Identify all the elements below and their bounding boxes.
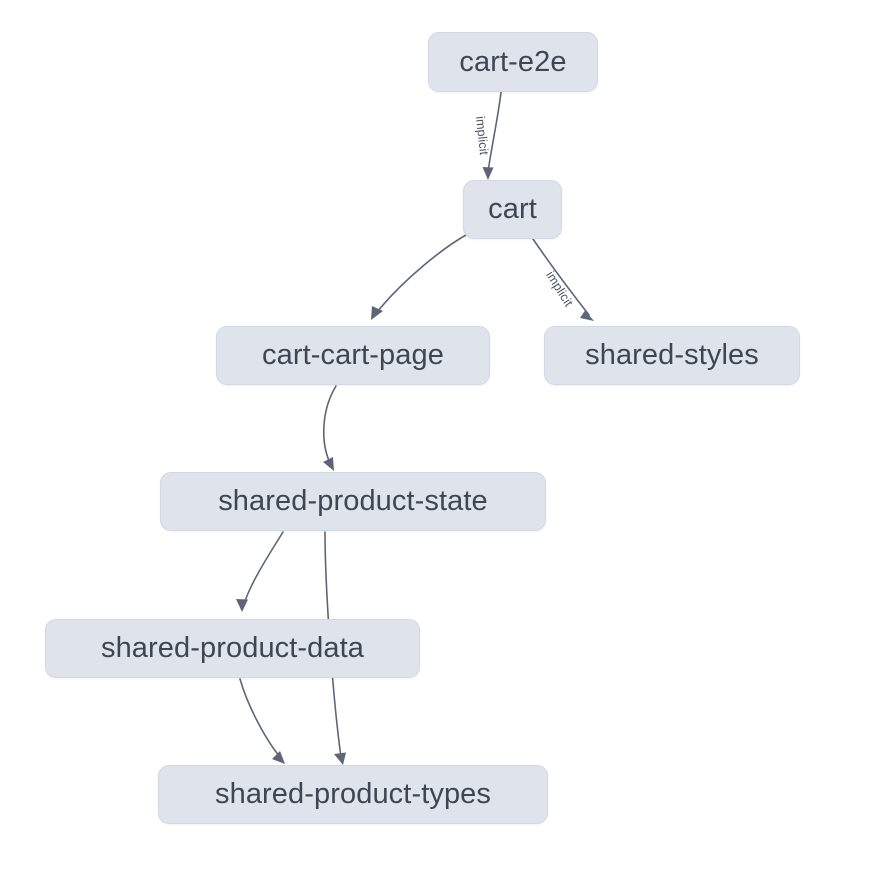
edge-cart-e2e-to-cart[interactable] — [487, 91, 502, 173]
graph-node-label: shared-product-types — [214, 778, 492, 810]
arrowhead-icon — [580, 310, 594, 321]
edge-label-cart-to-shared-styles: implicit — [543, 269, 576, 310]
edge-label-cart-e2e-to-cart: implicit — [473, 115, 491, 156]
graph-node-label: shared-product-state — [218, 485, 488, 517]
graph-node-label: cart-e2e — [459, 45, 567, 78]
graph-node-cart[interactable]: cart — [463, 180, 562, 239]
arrowhead-icon — [371, 306, 383, 320]
graph-node-shared-product-state[interactable]: shared-product-state — [160, 472, 546, 531]
edge-shared-product-data-to-shared-product-types[interactable] — [239, 678, 281, 758]
edge-cart-cart-page-to-shared-product-state[interactable] — [322, 385, 337, 464]
edge-cart-to-shared-styles[interactable] — [532, 238, 590, 316]
graph-node-label: shared-styles — [585, 339, 759, 371]
edges-group — [236, 91, 594, 765]
arrowhead-icon — [323, 457, 334, 471]
graph-node-shared-styles[interactable]: shared-styles — [544, 326, 800, 385]
graph-node-label: cart-cart-page — [262, 339, 444, 371]
graph-node-shared-product-data[interactable]: shared-product-data — [45, 619, 420, 678]
arrowhead-icon — [482, 167, 494, 180]
arrowhead-icon — [236, 599, 248, 612]
graph-node-cart-e2e[interactable]: cart-e2e — [428, 32, 598, 92]
arrowhead-icon — [334, 752, 346, 765]
graph-node-label: shared-product-data — [100, 632, 365, 664]
edge-shared-product-state-to-shared-product-data[interactable] — [243, 531, 284, 605]
arrowhead-icon — [272, 751, 285, 764]
graph-node-cart-cart-page[interactable]: cart-cart-page — [216, 326, 490, 385]
graph-node-shared-product-types[interactable]: shared-product-types — [158, 765, 548, 824]
edge-cart-to-cart-cart-page[interactable] — [376, 234, 467, 313]
graph-node-label: cart — [488, 193, 537, 225]
